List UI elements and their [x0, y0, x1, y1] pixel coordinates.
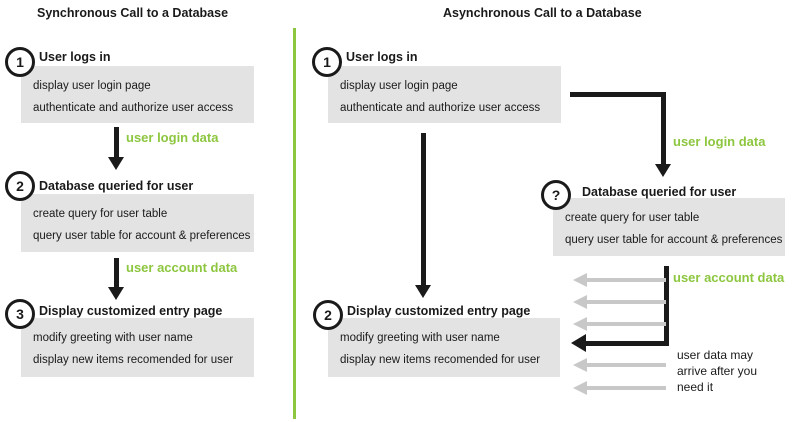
sync-panel-title: Synchronous Call to a Database: [37, 6, 229, 20]
step-badge: 2: [5, 171, 35, 201]
step-heading: Database queried for user: [39, 179, 194, 193]
async-panel-title: Asynchronous Call to a Database: [443, 6, 642, 20]
elbow-arrow-shaft: [570, 92, 666, 97]
down-arrow-icon: [655, 164, 671, 177]
step-badge: 1: [312, 47, 342, 77]
step-heading: User logs in: [39, 50, 111, 64]
step-badge: 1: [5, 47, 35, 77]
gray-left-arrow-icon: [573, 381, 666, 395]
step-heading: Display customized entry page: [39, 304, 223, 318]
down-arrow-shaft: [421, 133, 426, 286]
note-line: need it: [677, 380, 714, 394]
step-detail-line: modify greeting with user name: [33, 332, 193, 344]
step-detail-line: query user table for account & preferenc…: [33, 230, 251, 242]
gray-left-arrow-icon: [573, 295, 666, 309]
step-detail-line: query user table for account & preferenc…: [565, 234, 783, 246]
flow-label: user login data: [126, 130, 219, 145]
flow-label: user account data: [126, 260, 238, 275]
step-detail-box: modify greeting with user name display n…: [328, 318, 560, 377]
flow-label: user login data: [673, 134, 766, 149]
gray-left-arrow-icon: [573, 273, 666, 287]
step-heading: Database queried for user: [582, 185, 737, 199]
down-arrow-icon: [108, 287, 124, 300]
left-arrow-icon: [571, 334, 586, 352]
gray-left-arrow-icon: [573, 317, 666, 331]
step-detail-line: create query for user table: [565, 212, 700, 224]
step-detail-box: modify greeting with user name display n…: [21, 318, 254, 377]
down-arrow-icon: [415, 285, 431, 298]
step-detail-line: display user login page: [340, 80, 458, 92]
step-detail-line: authenticate and authorize user access: [340, 102, 541, 114]
step-detail-box: display user login page authenticate and…: [21, 66, 254, 123]
step-badge: 2: [313, 300, 343, 330]
step-detail-line: display new items recomended for user: [340, 354, 541, 366]
step-detail-line: display new items recomended for user: [33, 354, 234, 366]
step-badge: ?: [541, 180, 571, 210]
note-text: user data may arrive after you need it: [677, 347, 757, 395]
panel-divider-line: [293, 28, 296, 419]
step-heading: User logs in: [346, 50, 418, 64]
step-detail-box: display user login page authenticate and…: [328, 66, 561, 123]
gray-left-arrow-icon: [573, 358, 666, 372]
down-arrow-icon: [108, 157, 124, 170]
step-detail-line: authenticate and authorize user access: [33, 102, 234, 114]
step-badge: 3: [5, 299, 35, 329]
flow-label: user account data: [673, 270, 785, 285]
note-line: user data may: [677, 348, 754, 362]
return-arrow-shaft: [585, 341, 669, 346]
elbow-arrow-shaft: [661, 92, 666, 165]
step-detail-line: display user login page: [33, 80, 151, 92]
step-heading: Display customized entry page: [347, 304, 531, 318]
note-line: arrive after you: [677, 364, 758, 378]
step-detail-line: modify greeting with user name: [340, 332, 500, 344]
step-detail-line: create query for user table: [33, 208, 168, 220]
down-arrow-shaft: [114, 127, 119, 158]
return-arrow-shaft: [664, 266, 669, 345]
step-detail-box: create query for user table query user t…: [553, 198, 785, 256]
down-arrow-shaft: [114, 258, 119, 288]
step-detail-box: create query for user table query user t…: [21, 194, 254, 252]
